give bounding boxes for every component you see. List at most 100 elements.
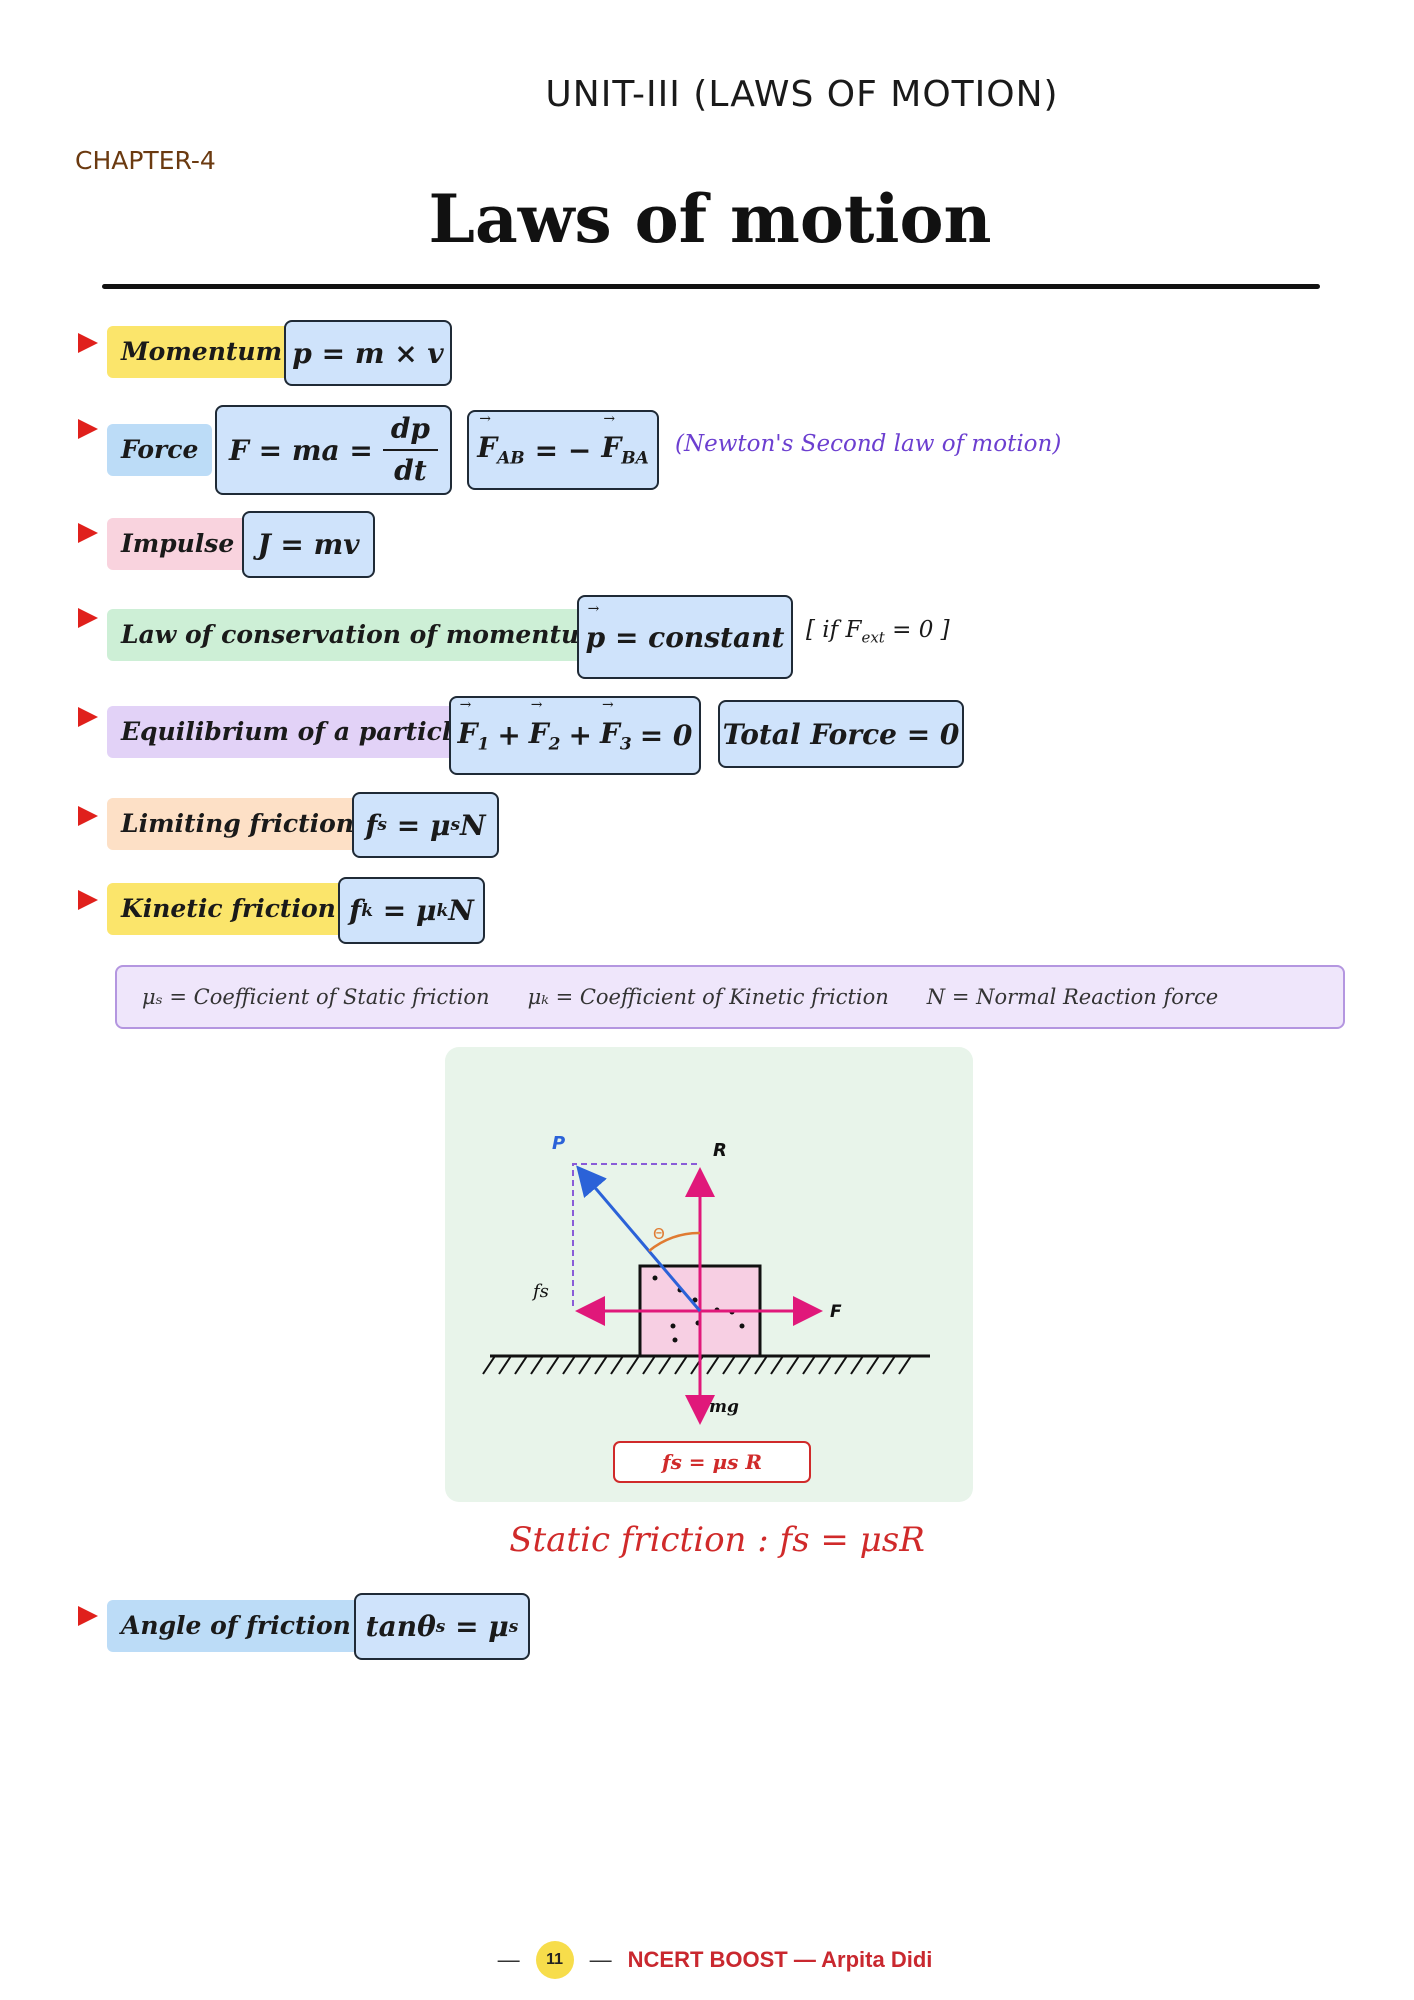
force-2-symbol: F (528, 716, 549, 750)
force-ab-symbol: F (477, 431, 498, 465)
diagram-formula: fs = μs R (660, 1450, 762, 1474)
equals-mu: = μ (445, 1610, 509, 1643)
fraction-numerator: dp (382, 409, 438, 451)
total-force-formula: Total Force = 0 (718, 700, 964, 768)
force-1-subscript: 1 (477, 734, 490, 755)
third-law-formula: FAB = − FBA (467, 410, 659, 490)
static-friction-caption: Static friction : fs = μsR (0, 1520, 1414, 1560)
fraction-denominator: dt (394, 454, 427, 487)
plus-sign: + (497, 719, 521, 752)
chapter-label: CHAPTER-4 (75, 146, 216, 175)
unit-heading: UNIT-III (LAWS OF MOTION) (0, 74, 1414, 115)
angle-of-friction-label: Angle of friction (107, 1600, 365, 1652)
force-1-vector: F1 (457, 697, 490, 755)
page-number: 11 (535, 1941, 574, 1979)
theta-subscript: s (435, 1616, 446, 1637)
bullet-arrow-icon (78, 523, 98, 543)
force-3-subscript: 3 (619, 734, 632, 755)
dp-dt-fraction: dp dt (382, 409, 438, 491)
conservation-formula-rest: = constant (605, 620, 785, 654)
normal-symbol: N (460, 808, 486, 842)
footer-brand: NCERT BOOST — Arpita Didi (627, 1947, 933, 1972)
force-2-vector: F2 (528, 697, 561, 755)
momentum-formula: p = m × v (284, 320, 452, 386)
theta-arc (648, 1231, 701, 1252)
ground-surface (482, 1354, 930, 1375)
force-formula: F = ma = dp dt (215, 405, 452, 495)
momentum-label: Momentum (107, 326, 297, 378)
conservation-label: Law of conservation of momentum (107, 609, 640, 661)
momentum-vector: p (586, 601, 606, 654)
kinetic-friction-label: Kinetic friction (107, 883, 350, 935)
condition-subscript: ext (861, 628, 885, 647)
footer-dash-left: — (497, 1947, 520, 1972)
tan-theta: tanθ (365, 1610, 436, 1643)
friction-symbol: f (349, 894, 362, 927)
equals-zero: = 0 (639, 719, 693, 752)
equals-mu: = μ (373, 894, 437, 927)
bullet-arrow-icon (78, 419, 98, 439)
bullet-arrow-icon (78, 806, 98, 826)
impulse-formula: J = mv (242, 511, 375, 578)
resultant-dashed-lines (572, 1163, 700, 1306)
label-fs: fs (531, 1281, 549, 1302)
plus-sign: + (568, 719, 592, 752)
impulse-label: Impulse (107, 518, 249, 570)
resultant-p-arrow (576, 1165, 702, 1312)
equals-mu: = μ (387, 808, 451, 842)
legend-mu-k: μₖ = Coefficient of Kinetic friction (527, 985, 889, 1009)
mu-subscript: k (436, 900, 449, 921)
legend-normal: N = Normal Reaction force (926, 985, 1219, 1009)
friction-diagram: P R Θ fs F mg fs = μs R (482, 1133, 930, 1483)
friction-subscript: k (361, 900, 373, 921)
normal-symbol: N (448, 894, 474, 927)
label-mg: mg (709, 1397, 739, 1417)
force-1-symbol: F (457, 716, 478, 750)
force-3-vector: F3 (599, 697, 632, 755)
equilibrium-formula: F1 + F2 + F3 = 0 (449, 696, 701, 775)
page-title-text: Laws of motion (428, 180, 992, 258)
diagram-formula-box (613, 1441, 811, 1483)
label-r: R (713, 1140, 727, 1161)
equilibrium-label: Equilibrium of a particle (107, 706, 482, 758)
unit-heading-text: UNIT-III (LAWS OF MOTION) (545, 74, 1059, 115)
page-footer: — 11 — NCERT BOOST — Arpita Didi (0, 1940, 1414, 1980)
force-ba-symbol: F (601, 431, 622, 465)
mu-subscript: s (450, 815, 461, 835)
friction-subscript: s (377, 815, 387, 835)
force-ba-vector: FBA (601, 411, 649, 469)
bullet-arrow-icon (78, 707, 98, 727)
force-ba-subscript: BA (621, 448, 649, 469)
footer-dash-right: — (589, 1947, 612, 1972)
limiting-friction-label: Limiting friction (107, 798, 368, 850)
title-divider (102, 284, 1320, 289)
legend-mu-s: μₛ = Coefficient of Static friction (142, 985, 490, 1009)
condition-prefix: [ if F (806, 617, 862, 643)
newton-second-law-note: (Newton's Second law of motion) (675, 431, 1062, 457)
conservation-condition: [ if Fext = 0 ] (806, 617, 950, 647)
label-f: F (830, 1302, 842, 1322)
bullet-arrow-icon (78, 890, 98, 910)
third-law-equals: = − (534, 433, 592, 467)
friction-symbol: f (365, 808, 378, 842)
force-ab-vector: FAB (477, 411, 525, 469)
mu-subscript: s (508, 1616, 519, 1637)
conservation-formula: p = constant (577, 595, 793, 679)
force-label: Force (107, 424, 213, 476)
symbol-legend: μₛ = Coefficient of Static friction μₖ =… (115, 965, 1345, 1029)
bullet-arrow-icon (78, 608, 98, 628)
force-3-symbol: F (599, 716, 620, 750)
force-ab-subscript: AB (497, 448, 525, 469)
force-2-subscript: 2 (548, 734, 561, 755)
bullet-arrow-icon (78, 1606, 98, 1626)
force-formula-lhs: F = ma = (229, 433, 373, 467)
label-p: P (552, 1133, 565, 1154)
static-friction-caption-text: Static friction : fs = μsR (509, 1520, 925, 1560)
bullet-arrow-icon (78, 333, 98, 353)
page-title: Laws of motion (0, 180, 1414, 258)
label-theta: Θ (653, 1225, 665, 1243)
condition-suffix: = 0 ] (884, 617, 950, 643)
